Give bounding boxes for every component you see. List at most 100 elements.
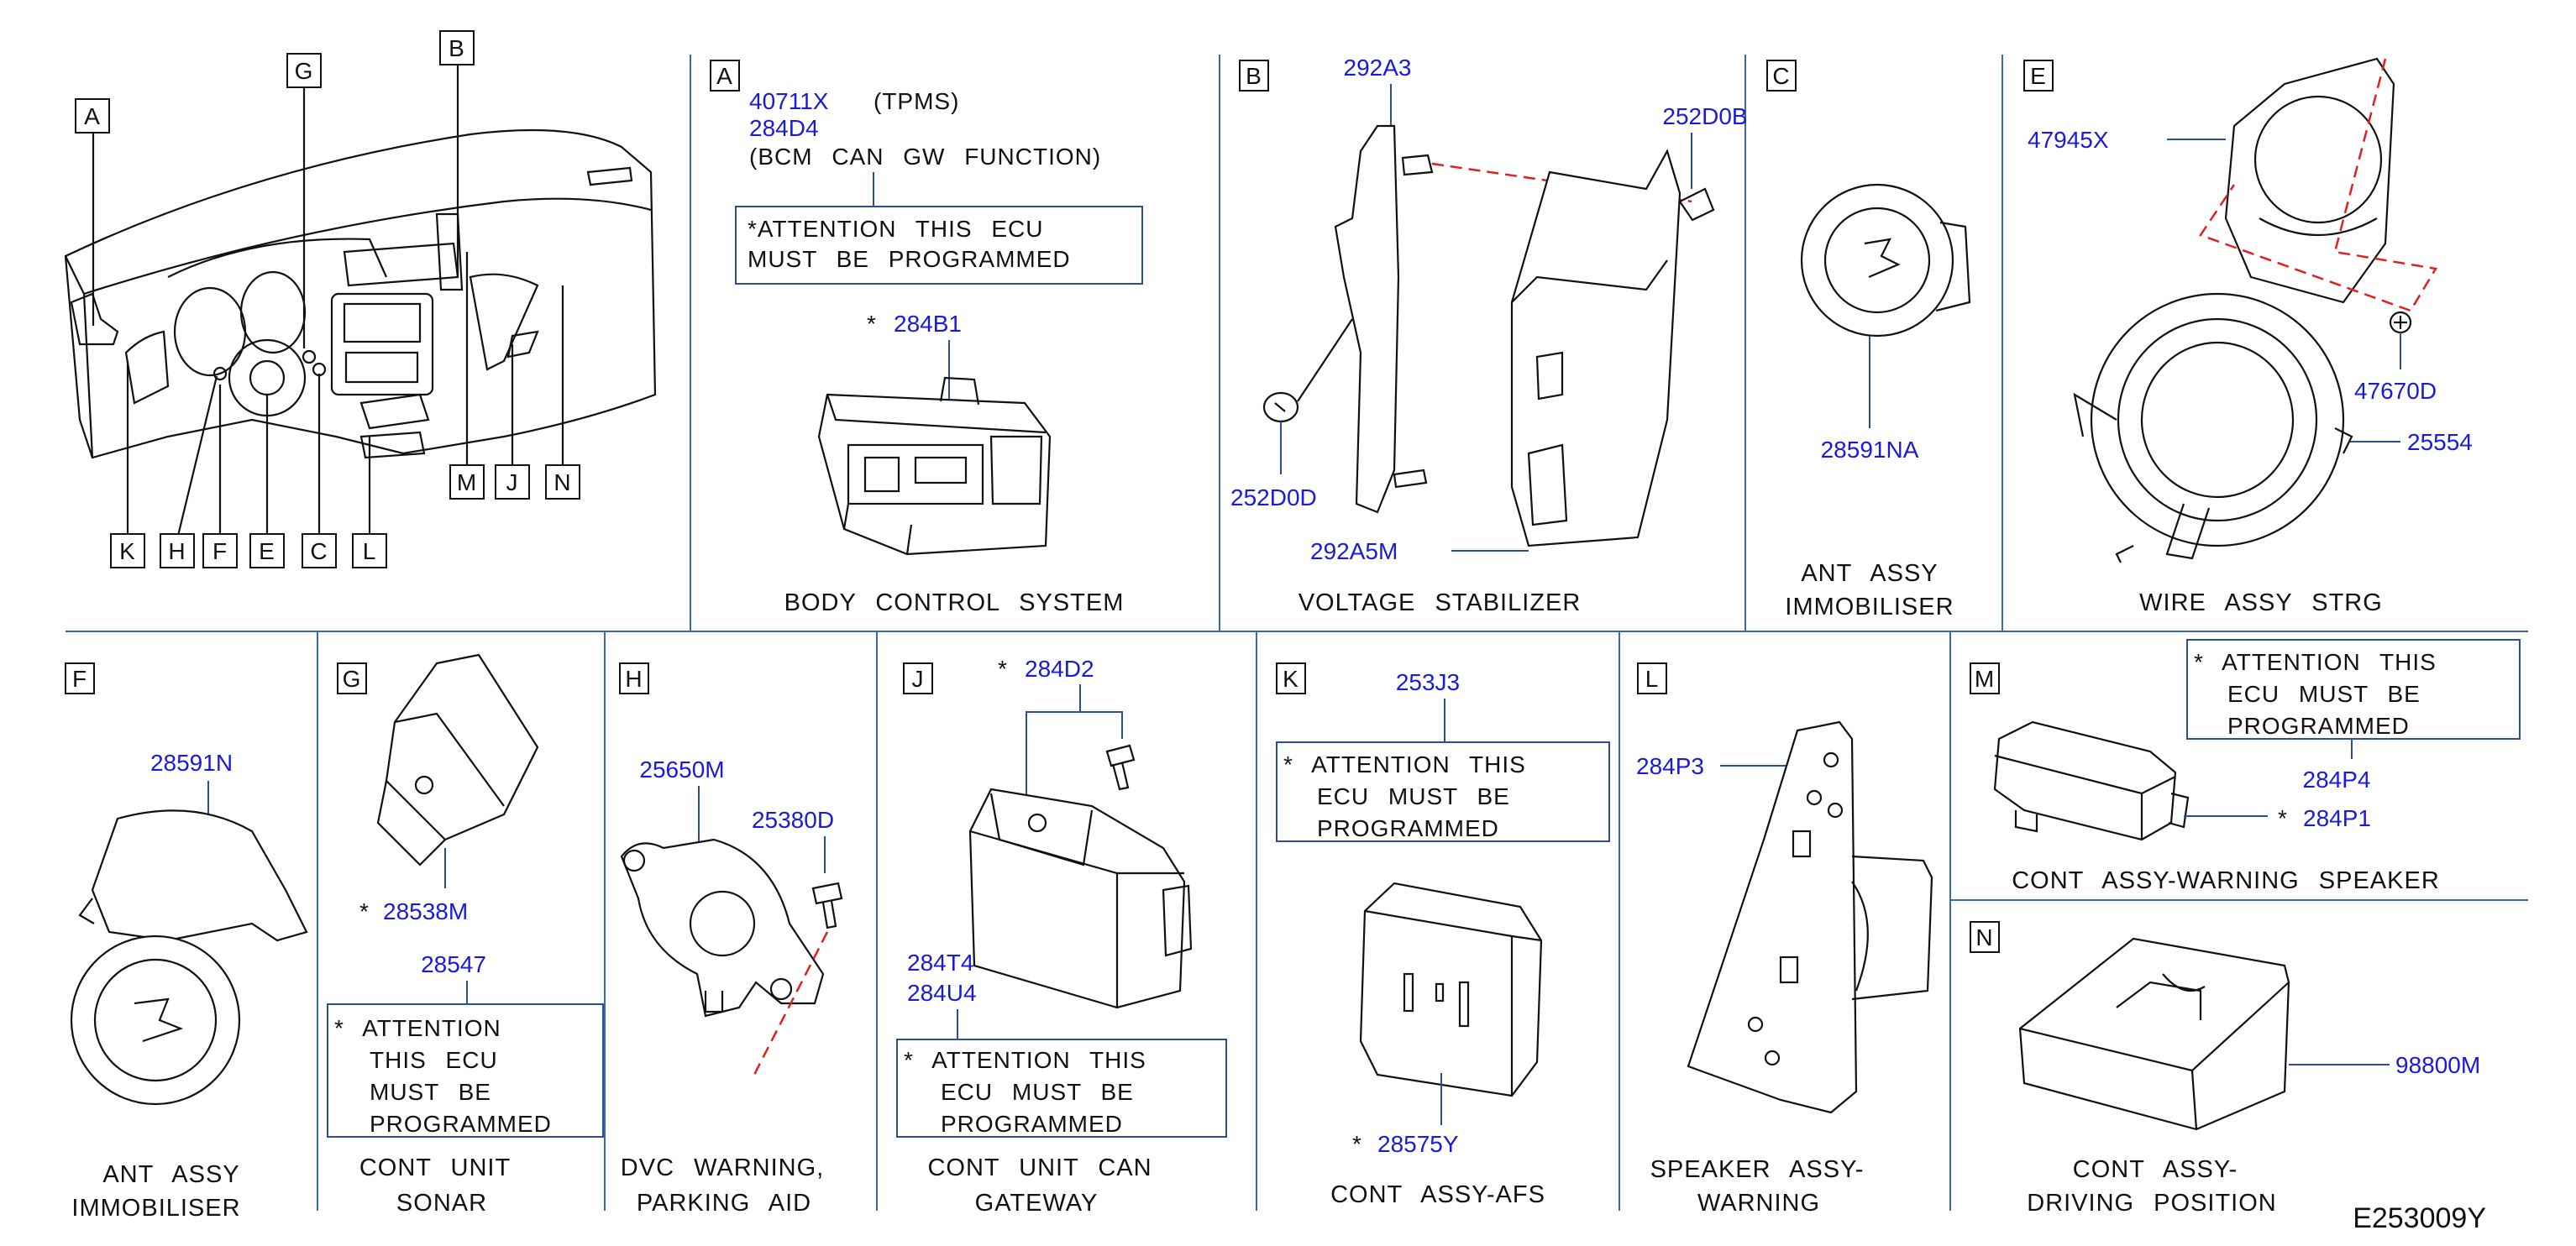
section-g-star: * [359,898,370,924]
section-l-speaker-assy-warning: L 284P3 SPEAKER ASSY- WARNING [1636,662,1933,1217]
callout-g: G [286,53,322,88]
section-b-letter-box [1239,60,1269,92]
section-l-letter: L [1645,666,1660,692]
section-j-letter-box [903,662,933,694]
callout-c: C [302,533,337,568]
section-g-letter-box [337,662,367,694]
part-25380d: 25380D [752,807,834,833]
part-284u4: 284U4 [907,980,977,1006]
clock-spring-illustration [2073,292,2353,563]
section-f-title-line2: IMMOBILISER [71,1195,240,1222]
part-284p4: 284P4 [2303,767,2371,793]
section-k-attention-line1: * ATTENTION THIS [1283,751,1526,777]
part-284b1: 284B1 [894,311,962,337]
section-c-title-line1: ANT ASSY [1801,560,1938,587]
immobiliser-antenna-illustration [70,809,308,1106]
section-e-letter: E [2030,63,2047,89]
section-m-letter-box [1970,662,2000,694]
section-b-letter: B [1246,63,1262,89]
section-k-letter: K [1283,666,1299,692]
section-g-attention-line1: * ATTENTION [334,1015,501,1041]
callout-k: K [110,533,145,568]
part-284d4-note: (BCM CAN GW FUNCTION) [749,144,1101,170]
section-a-title: BODY CONTROL SYSTEM [784,589,1125,616]
section-l-title-line2: WARNING [1697,1190,1820,1217]
section-h-dvc-warning-parking-aid: H 25650M 25380D DVC WARNING, PARKING AID [619,662,843,1217]
section-m-attention-line1: * ATTENTION THIS [2194,649,2437,675]
clip-252d0d [1262,391,1299,423]
svg-text:J: J [506,469,519,495]
screw-25380d [811,882,843,929]
callout-l: L [352,533,387,568]
steering-bracket-illustration [2224,57,2395,304]
callout-a: A [75,98,110,134]
section-g-attention-line3: MUST BE [370,1079,491,1105]
section-g-cont-unit-sonar: G * 28538M 28547 * ATTENTION THIS ECU MU… [327,653,604,1217]
part-284p1: 284P1 [2303,805,2371,831]
svg-text:H: H [168,538,186,564]
section-m-cont-assy-warning-speaker: M * ATTENTION THIS ECU MUST BE PROGRAMME… [1970,639,2521,894]
section-a-letter-box [710,60,740,92]
section-a-star: * [867,311,877,337]
part-284d4: 284D4 [749,115,819,141]
section-c-letter: C [1772,63,1790,89]
section-k-letter-box [1276,662,1306,694]
section-k-attention-line3: PROGRAMMED [1317,815,1499,841]
section-g-attention-line4: PROGRAMMED [370,1111,552,1137]
svg-text:E: E [259,538,275,564]
callout-b: B [439,30,475,65]
section-m-letter: M [1975,666,1995,692]
section-c-title-line2: IMMOBILISER [1785,594,1954,620]
callout-f: F [202,533,238,568]
section-j-title-line2: GATEWAY [975,1190,1099,1217]
section-k-attention-line2: ECU MUST BE [1317,783,1510,809]
section-e-letter-box [2023,60,2054,92]
section-k-title: CONT ASSY-AFS [1330,1181,1545,1208]
section-m-title: CONT ASSY-WARNING SPEAKER [2012,867,2440,894]
buzzer-illustration [620,838,825,1018]
section-separators [66,55,2528,1211]
part-292a5m: 292A5M [1310,538,1398,564]
callout-h: H [160,533,195,568]
part-28591n: 28591N [150,750,233,776]
section-j-attention-box [896,1039,1227,1138]
callout-n: N [545,464,580,500]
section-g-attention-line2: THIS ECU [370,1047,498,1073]
section-e-title: WIRE ASSY STRG [2139,589,2383,616]
part-253j3: 253J3 [1396,669,1460,695]
section-h-letter-box [619,662,649,694]
part-252d0b: 252D0B [1662,103,1747,129]
section-l-letter-box [1637,662,1667,694]
part-252d0d: 252D0D [1230,484,1317,510]
afs-unit-illustration [1359,882,1543,1097]
part-284t4: 284T4 [907,950,973,976]
bcm-unit-illustration [817,376,1052,556]
gateway-unit-illustration [968,788,1193,1009]
section-k-cont-assy-afs: K 253J3 * ATTENTION THIS ECU MUST BE PRO… [1276,662,1610,1208]
section-n-cont-assy-driving-position: N 98800M CONT ASSY- DRIVING POSITION [1970,921,2480,1217]
section-n-title-line2: DRIVING POSITION [2027,1190,2276,1217]
section-j-attention-line1: * ATTENTION THIS [904,1047,1146,1073]
section-f-letter-box [65,662,95,694]
dashboard-overview: A B G K H F E C L M J N [64,30,657,568]
section-b-title: VOLTAGE STABILIZER [1298,589,1582,616]
section-j-cont-unit-can-gateway: J * 284D2 284T4 284U4 * ATTENTION THIS E… [896,656,1227,1217]
svg-text:K: K [119,538,136,564]
section-h-title-line1: DVC WARNING, [621,1154,824,1181]
callout-e: E [249,533,285,568]
part-40711x-note: (TPMS) [874,88,959,114]
section-a-attention-box [735,206,1143,285]
section-g-title-line1: CONT UNIT [359,1154,511,1181]
part-28591na: 28591NA [1821,437,1919,463]
antenna-ring-illustration [1800,183,1971,338]
section-g-title-line2: SONAR [396,1190,487,1217]
svg-text:F: F [212,538,228,564]
section-m-attention-box [2186,639,2521,740]
part-47670d: 47670D [2354,378,2437,404]
dashboard-illustration [64,128,657,459]
svg-text:M: M [457,469,477,495]
svg-text:A: A [84,103,101,129]
bracket-illustration [1334,124,1434,514]
svg-text:G: G [295,58,314,84]
